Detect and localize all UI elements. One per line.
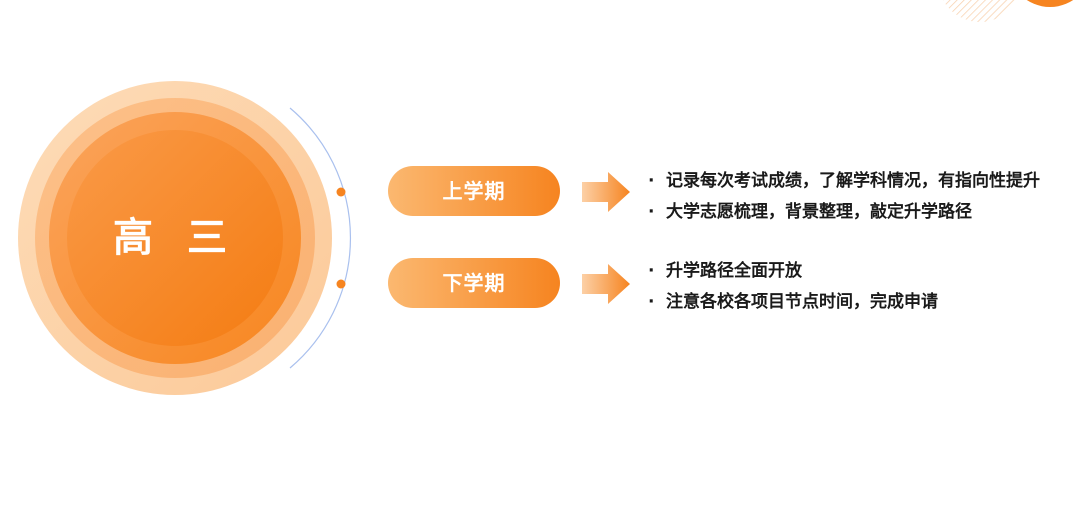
core-circle bbox=[67, 130, 283, 346]
list-item: · 大学志愿梳理，背景整理，敲定升学路径 bbox=[648, 197, 1040, 228]
bullet-text: 大学志愿梳理，背景整理，敲定升学路径 bbox=[666, 202, 972, 222]
arrow-right-icon bbox=[582, 264, 630, 304]
grade-title: 高 三 bbox=[113, 215, 237, 261]
bullet-text: 记录每次考试成绩，了解学科情况，有指向性提升 bbox=[666, 171, 1040, 191]
list-item: · 记录每次考试成绩，了解学科情况，有指向性提升 bbox=[648, 166, 1040, 197]
semester-bullets-second: · 升学路径全面开放 · 注意各校各项目节点时间，完成申请 bbox=[648, 256, 938, 318]
semester-pill-first: 上学期 bbox=[388, 166, 560, 216]
grade-circle-graphic bbox=[18, 81, 352, 395]
bullet-dot: · bbox=[648, 292, 655, 312]
corner-decoration bbox=[943, 0, 1074, 22]
semester-pill-second: 下学期 bbox=[388, 258, 560, 308]
list-item: · 注意各校各项目节点时间，完成申请 bbox=[648, 287, 938, 318]
list-item: · 升学路径全面开放 bbox=[648, 256, 938, 287]
connector-dot-lower bbox=[336, 279, 346, 289]
grade-circle-group bbox=[18, 80, 358, 396]
semester-bullets-first: · 记录每次考试成绩，了解学科情况，有指向性提升 · 大学志愿梳理，背景整理，敲定升… bbox=[648, 166, 1040, 228]
connector-dot-upper bbox=[336, 187, 346, 197]
arrow-right-icon bbox=[582, 172, 630, 212]
bullet-dot: · bbox=[648, 171, 655, 191]
bullet-text: 升学路径全面开放 bbox=[666, 261, 802, 281]
bullet-dot: · bbox=[648, 202, 655, 222]
bullet-dot: · bbox=[648, 261, 655, 281]
connector-arc bbox=[289, 107, 352, 369]
bullet-text: 注意各校各项目节点时间，完成申请 bbox=[666, 292, 938, 312]
